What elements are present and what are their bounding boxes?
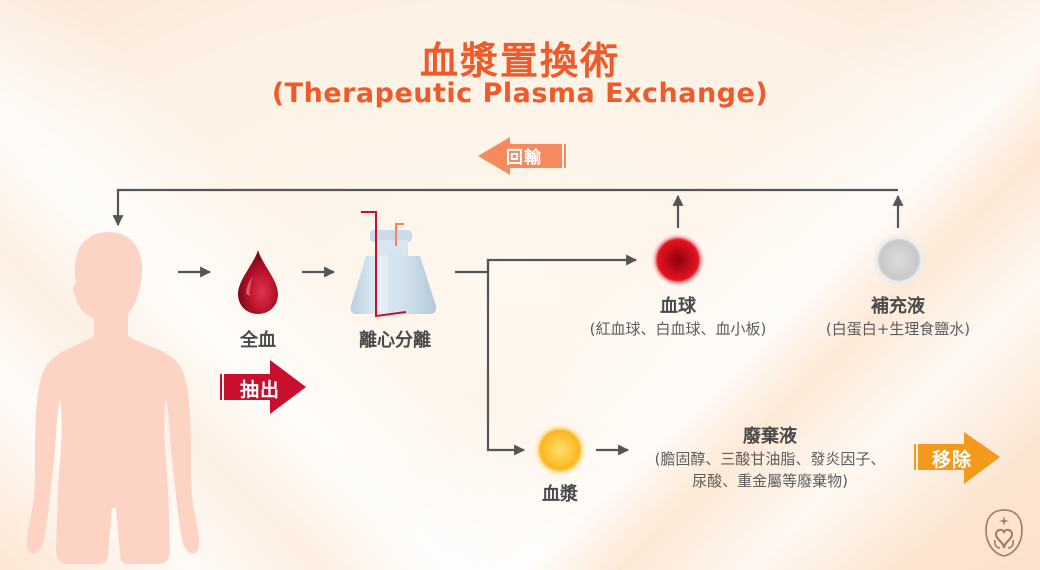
extract-arrow-badge: 抽出 (218, 360, 308, 414)
human-silhouette-icon (26, 232, 200, 564)
centrifuge-label: 離心分離 (359, 330, 431, 351)
extract-label: 抽出 (240, 379, 281, 401)
plasma-yellow-icon (533, 423, 587, 477)
centrifuge-bottle-icon (350, 211, 437, 318)
replacement-fluid-sublabel: (白蛋白+生理食鹽水) (825, 320, 971, 338)
blood-cells-label: 血球 (660, 296, 696, 317)
to-plasma-arrow (486, 260, 526, 456)
return-loop-line (112, 188, 898, 227)
brand-logo-icon (985, 509, 1023, 557)
waste-sublabel-line2: 尿酸、重金屬等廢棄物) (692, 472, 848, 490)
red-cell-icon (651, 233, 705, 287)
left-arrow-icon (478, 137, 566, 175)
right-arrow-icon (220, 360, 306, 414)
page-title: 血漿置換術 (419, 39, 620, 83)
blood-drop-icon (238, 250, 278, 314)
right-arrow-icon (914, 432, 1000, 484)
remove-arrow-badge: 移除 (914, 432, 1004, 486)
to-blood-cells-arrow (486, 254, 638, 272)
waste-sublabel-line1: (膽固醇、三酸甘油脂、發炎因子、 (654, 450, 886, 468)
plasma-label: 血漿 (542, 484, 578, 505)
return-arrow-badge: 回輸 (478, 137, 568, 175)
blood-cells-sublabel: (紅血球、白血球、血小板) (589, 320, 767, 338)
remove-label: 移除 (932, 449, 973, 471)
waste-label: 廢棄液 (743, 426, 797, 447)
return-label: 回輸 (506, 148, 542, 168)
page-subtitle: (Therapeutic Plasma Exchange) (271, 78, 769, 109)
replacement-fluid-label: 補充液 (871, 296, 925, 317)
whole-blood-label: 全血 (240, 330, 276, 351)
grey-fluid-icon (872, 233, 926, 287)
